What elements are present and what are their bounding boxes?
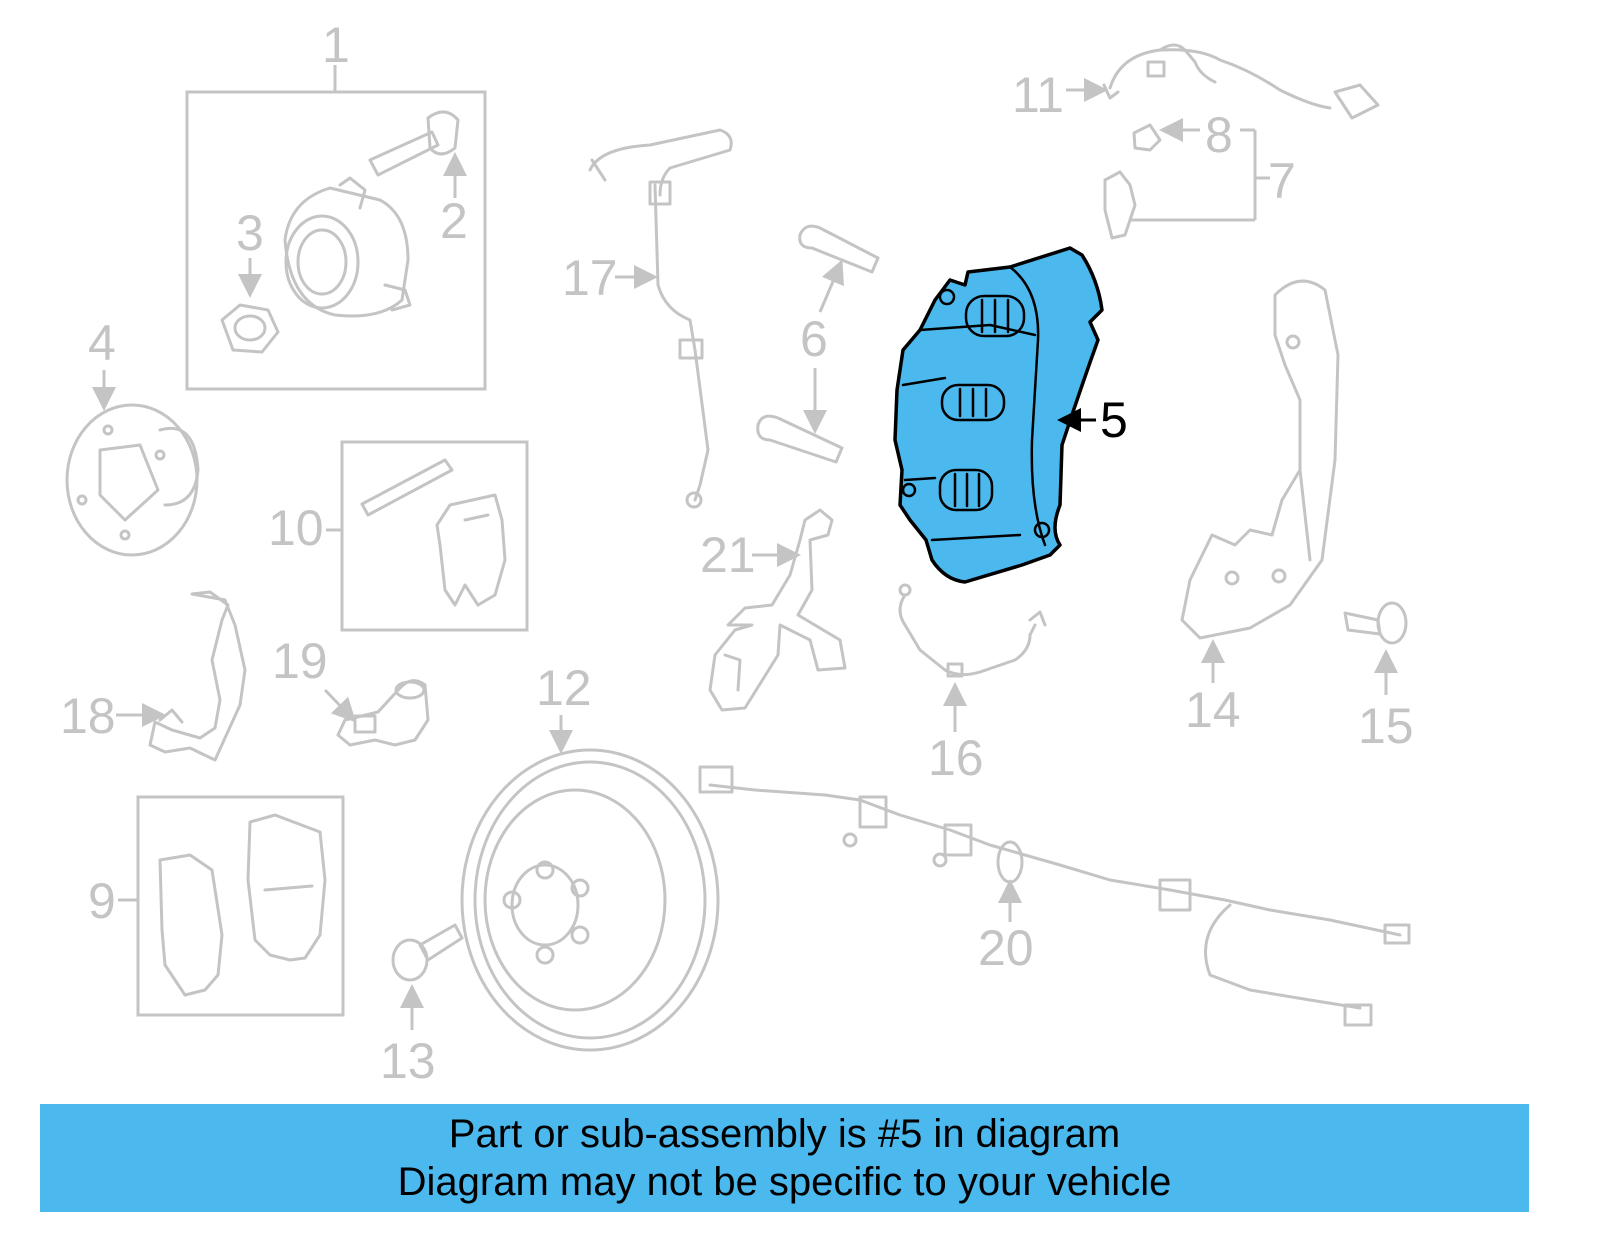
part-1-wheel-bearing-kit[interactable]: [185, 65, 487, 391]
banner-line-2: Diagram may not be specific to your vehi…: [397, 1160, 1172, 1204]
part-14-splash-shield[interactable]: [1180, 279, 1340, 640]
part-21-bracket[interactable]: [708, 508, 847, 712]
callout-10: 10: [268, 500, 324, 556]
part-9-brake-pad-set[interactable]: [136, 795, 345, 1017]
part-6-caliper-bolts[interactable]: [756, 224, 880, 464]
part-20-abs-harness[interactable]: [698, 765, 1411, 1027]
part-10-box: [340, 440, 529, 632]
callout-8: 8: [1205, 107, 1233, 163]
callout-19: 19: [272, 633, 328, 689]
callout-13: 13: [380, 1033, 436, 1089]
part-4-wheel-hub[interactable]: [65, 403, 200, 557]
part-15-shield-bolt[interactable]: [1343, 601, 1408, 645]
callout-18: 18: [60, 688, 116, 744]
callout-3: 3: [236, 205, 264, 261]
part-7-bleeder-kit[interactable]: [1103, 123, 1270, 240]
callout-4: 4: [88, 315, 116, 371]
part-5-brake-caliper[interactable]: [893, 246, 1104, 584]
part-13-rotor-bolt[interactable]: [391, 923, 464, 982]
callout-6: 6: [800, 311, 828, 367]
callout-15: 15: [1358, 698, 1414, 754]
part-12-brake-rotor[interactable]: [460, 748, 720, 1052]
callout-1: 1: [322, 17, 350, 73]
part-18-abs-bracket[interactable]: [148, 590, 247, 762]
callout-5: 5: [1100, 392, 1128, 448]
callout-2: 2: [440, 193, 468, 249]
banner-line-1: Part or sub-assembly is #5 in diagram: [448, 1112, 1121, 1156]
callout-11: 11: [1012, 67, 1064, 123]
part-10-pad-hardware-kit[interactable]: [340, 440, 529, 632]
part-11-wear-sensor[interactable]: [1102, 43, 1380, 120]
callout-14: 14: [1185, 682, 1241, 738]
part-16-pad-wear-sensor[interactable]: [898, 583, 1047, 678]
part-19-speed-sensor[interactable]: [336, 679, 430, 747]
callout-12: 12: [536, 660, 592, 716]
callout-7: 7: [1268, 153, 1296, 209]
info-banner: Part or sub-assembly is #5 in diagram Di…: [40, 1104, 1529, 1212]
callout-17: 17: [562, 250, 618, 306]
part-9-box: [136, 795, 345, 1017]
callout-16: 16: [928, 730, 984, 786]
callout-20: 20: [978, 920, 1034, 976]
callout-9: 9: [88, 873, 116, 929]
part-17-brake-hose[interactable]: [588, 128, 733, 509]
callout-21: 21: [700, 527, 756, 583]
